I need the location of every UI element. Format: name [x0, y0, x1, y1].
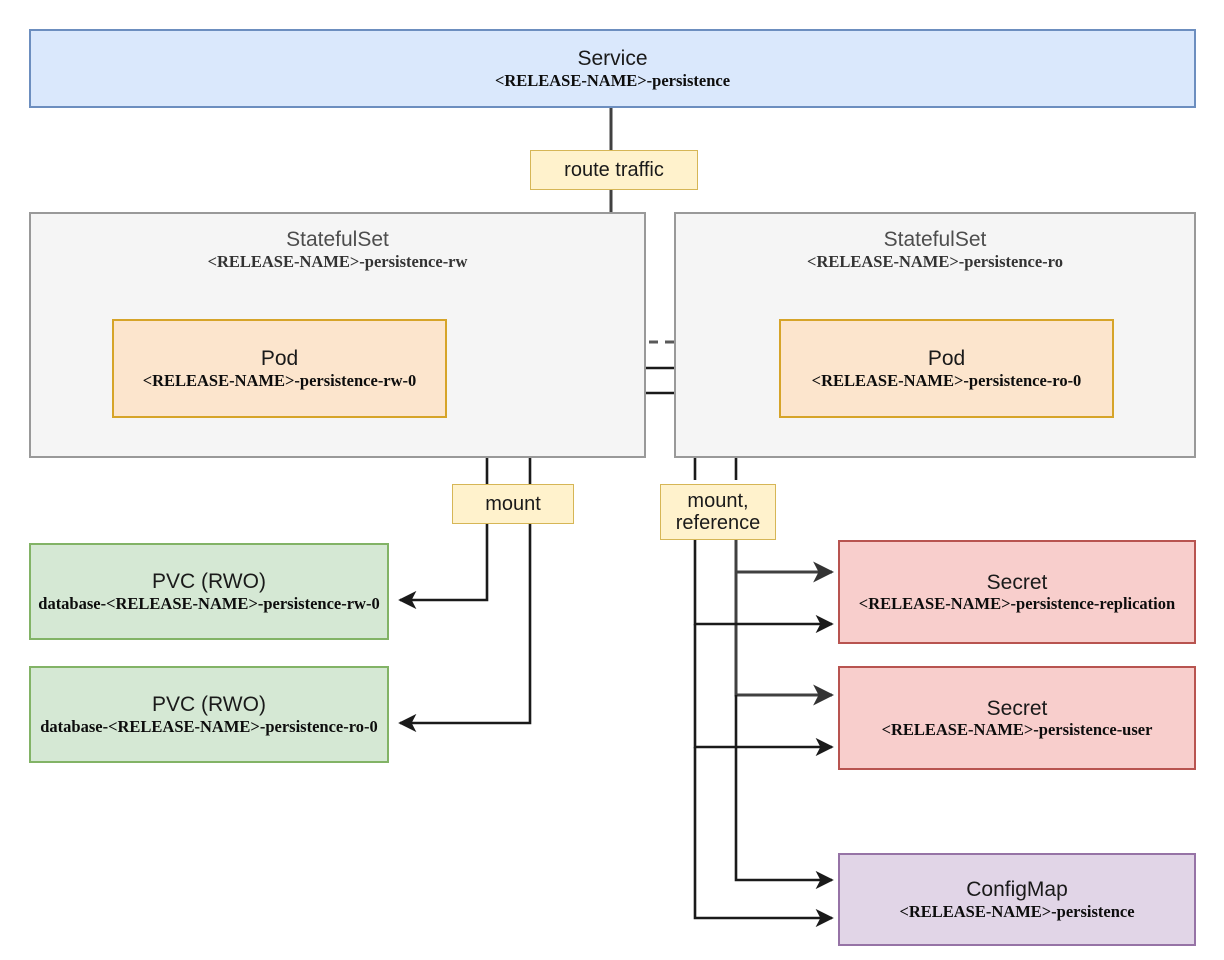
pod-ro-subtitle: <RELEASE-NAME>-persistence-ro-0: [811, 370, 1082, 390]
edge-ro-to-secret-replication: [693, 540, 834, 634]
node-pvc-rw[interactable]: PVC (RWO) database-<RELEASE-NAME>-persis…: [29, 543, 389, 640]
node-secret-replication[interactable]: Secret <RELEASE-NAME>-persistence-replic…: [838, 540, 1196, 644]
pvc-rw-subtitle: database-<RELEASE-NAME>-persistence-rw-0: [38, 593, 380, 613]
edge-label-route-traffic[interactable]: route traffic: [530, 150, 698, 190]
pod-rw-subtitle: <RELEASE-NAME>-persistence-rw-0: [142, 370, 417, 390]
node-secret-user[interactable]: Secret <RELEASE-NAME>-persistence-user: [838, 666, 1196, 770]
service-subtitle: <RELEASE-NAME>-persistence: [494, 70, 731, 90]
secret-replication-title: Secret: [986, 570, 1048, 594]
node-service[interactable]: Service <RELEASE-NAME>-persistence: [29, 29, 1196, 108]
edge-rw-to-secret-replication: [734, 540, 835, 583]
edge-label-mount[interactable]: mount: [452, 484, 574, 524]
node-configmap[interactable]: ConfigMap <RELEASE-NAME>-persistence: [838, 853, 1196, 946]
pvc-ro-subtitle: database-<RELEASE-NAME>-persistence-ro-0: [40, 716, 378, 736]
configmap-subtitle: <RELEASE-NAME>-persistence: [899, 901, 1135, 921]
edge-label-mount-reference-line2: reference: [675, 512, 761, 534]
pvc-ro-title: PVC (RWO): [152, 693, 266, 716]
pvc-rw-title: PVC (RWO): [152, 570, 266, 593]
pod-rw-title: Pod: [260, 347, 299, 370]
edge-label-route-traffic-text: route traffic: [564, 158, 664, 181]
edge-rw-to-secret-user: [734, 572, 835, 706]
secret-user-title: Secret: [986, 696, 1048, 720]
statefulset-rw-title: StatefulSet: [286, 228, 389, 251]
statefulset-ro-subtitle: <RELEASE-NAME>-persistence-ro: [807, 251, 1063, 271]
node-pod-ro[interactable]: Pod <RELEASE-NAME>-persistence-ro-0: [779, 319, 1114, 418]
node-pod-rw[interactable]: Pod <RELEASE-NAME>-persistence-rw-0: [112, 319, 447, 418]
edge-label-mount-reference[interactable]: mount, reference: [660, 484, 776, 540]
secret-replication-subtitle: <RELEASE-NAME>-persistence-replication: [858, 594, 1176, 614]
edge-ro-to-configmap: [693, 747, 834, 928]
statefulset-ro-title: StatefulSet: [883, 228, 987, 251]
configmap-title: ConfigMap: [966, 878, 1068, 901]
edge-rw-to-configmap: [734, 695, 834, 890]
edge-ro-to-secret-user: [693, 624, 834, 757]
edge-label-mount-text: mount: [485, 492, 541, 515]
pod-ro-title: Pod: [927, 347, 966, 370]
statefulset-rw-subtitle: <RELEASE-NAME>-persistence-rw: [207, 251, 468, 271]
node-pvc-ro[interactable]: PVC (RWO) database-<RELEASE-NAME>-persis…: [29, 666, 389, 763]
service-title: Service: [577, 47, 648, 70]
secret-user-subtitle: <RELEASE-NAME>-persistence-user: [881, 720, 1153, 740]
edge-label-mount-reference-line1: mount,: [687, 489, 749, 512]
